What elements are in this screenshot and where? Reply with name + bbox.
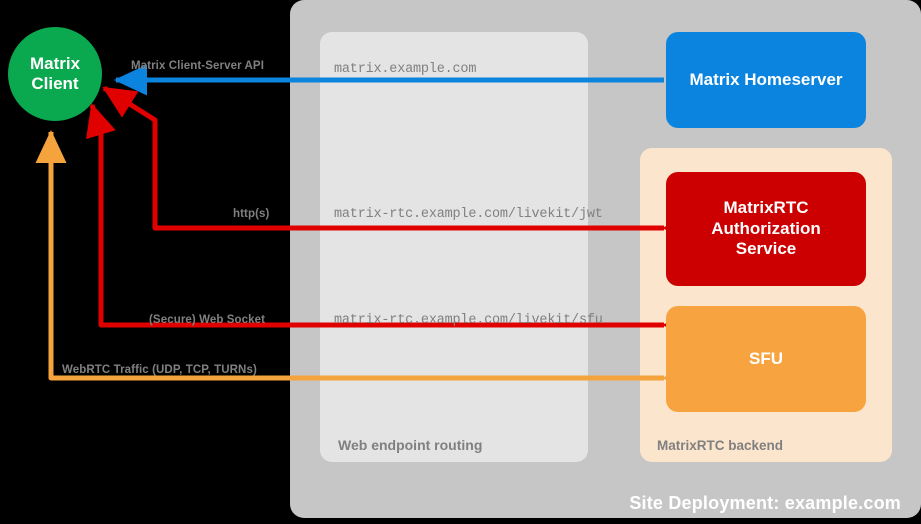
auth-service-label-line2: Authorization [711,218,821,238]
web-endpoint-routing-label: Web endpoint routing [338,437,483,453]
label-web-socket: (Secure) Web Socket [149,314,266,326]
auth-service-label-line1: MatrixRTC [723,197,809,217]
endpoint-url-livekit-jwt: matrix-rtc.example.com/livekit/jwt [334,207,603,222]
label-webrtc-traffic: WebRTC Traffic (UDP, TCP, TURNs) [62,364,257,376]
sfu-label: SFU [749,348,783,368]
matrix-homeserver-label: Matrix Homeserver [689,69,843,89]
node-matrix-homeserver[interactable]: Matrix Homeserver [666,32,866,128]
endpoint-url-matrix: matrix.example.com [334,62,477,77]
node-matrixrtc-authorization-service[interactable]: MatrixRTC Authorization Service [666,172,866,286]
node-matrix-client[interactable]: Matrix Client [8,27,102,121]
matrix-client-label-line2: Client [31,74,79,93]
auth-service-label-line3: Service [735,239,797,259]
matrix-client-label-line1: Matrix [29,53,81,73]
label-https: http(s) [233,208,270,220]
matrixrtc-backend-label: MatrixRTC backend [657,438,784,453]
site-deployment-label: Site Deployment: example.com [629,493,901,513]
endpoint-url-livekit-sfu: matrix-rtc.example.com/livekit/sfu [334,313,603,328]
node-sfu[interactable]: SFU [666,306,866,412]
label-matrix-client-server-api: Matrix Client-Server API [131,60,264,72]
web-endpoint-routing-panel [320,32,588,462]
